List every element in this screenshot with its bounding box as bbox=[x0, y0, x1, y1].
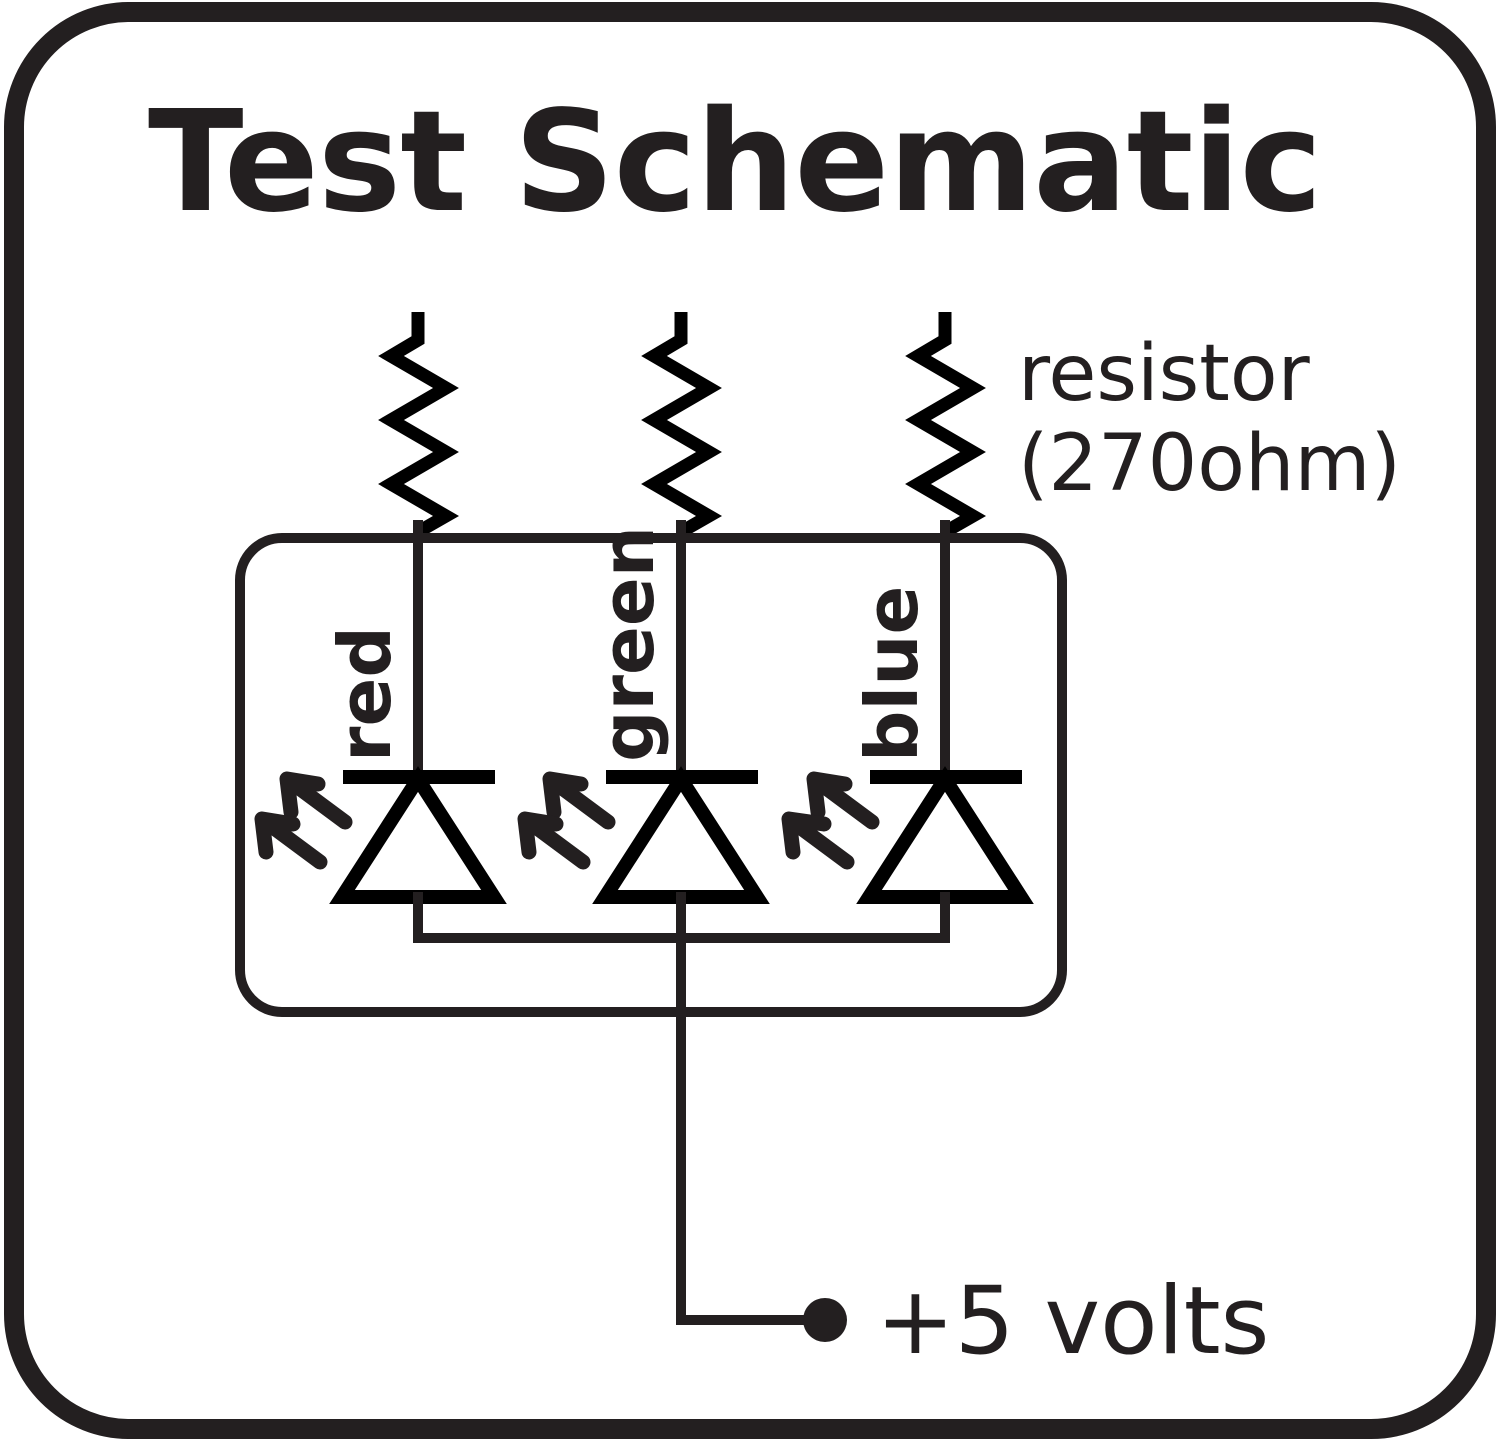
wire-supply-drop bbox=[676, 892, 825, 1325]
resistor-label-line2: (270ohm) bbox=[1018, 419, 1401, 509]
zigzag-resistor-icon bbox=[378, 312, 460, 538]
supply-label: +5 volts bbox=[876, 1267, 1270, 1376]
page-title: Test Schematic bbox=[148, 81, 1322, 244]
rgb-led-package-outline bbox=[235, 533, 1067, 1017]
led-blue: blue bbox=[781, 586, 1034, 904]
double-arrow-icon bbox=[517, 771, 616, 870]
led-label-red: red bbox=[323, 626, 407, 762]
double-arrow-icon bbox=[254, 771, 353, 870]
led-label-green: green bbox=[586, 526, 670, 762]
resistor-red bbox=[378, 312, 460, 538]
resistor-blue bbox=[905, 312, 987, 538]
zigzag-resistor-icon bbox=[905, 312, 987, 538]
diagram-frame bbox=[4, 2, 1496, 1439]
double-arrow-icon bbox=[781, 771, 880, 870]
led-label-blue: blue bbox=[850, 586, 934, 762]
zigzag-resistor-icon bbox=[641, 312, 723, 538]
resistor-label-line1: resistor bbox=[1018, 329, 1311, 419]
resistor-green bbox=[641, 312, 723, 538]
terminal-dot-icon bbox=[803, 1298, 847, 1342]
